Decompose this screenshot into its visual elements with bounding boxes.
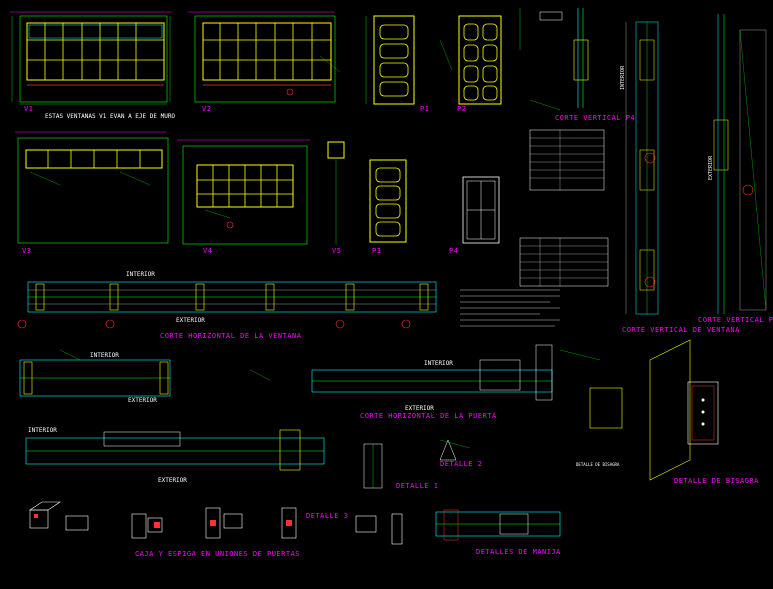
detalles-manija-label: DETALLES DE MANIJA bbox=[476, 548, 561, 556]
schedule-tables bbox=[519, 129, 609, 287]
p4-elevation: P4 bbox=[449, 176, 500, 255]
corte-horizontal-ventana-label: CORTE HORIZONTAL DE LA VENTANA bbox=[160, 332, 302, 340]
corte-vertical-ventana: INTERIOR CORTE VERTICAL DE VENTANA bbox=[620, 21, 740, 334]
exterior-label-2: EXTERIOR bbox=[128, 397, 157, 404]
v5-elevation: V5 bbox=[327, 141, 345, 255]
corte-vertical-p1: EXTERIOR CORTE VERTICAL P1 bbox=[698, 14, 773, 324]
notes-block bbox=[460, 289, 560, 327]
v1-elevation: V1 ESTAS VENTANAS V1 EVAN A EJE DE MURO bbox=[10, 11, 175, 120]
detalle-1-label: DETALLE 1 bbox=[396, 482, 438, 490]
v2-label: V2 bbox=[202, 105, 211, 113]
interior-label-2: INTERIOR bbox=[90, 352, 119, 359]
p3-label: P3 bbox=[372, 247, 381, 255]
caja-espiga-joints bbox=[29, 501, 403, 545]
p2-elevation: P2 bbox=[457, 15, 502, 113]
corte-vertical-p1-label: CORTE VERTICAL P1 bbox=[698, 316, 773, 324]
p1-label: P1 bbox=[420, 105, 429, 113]
interior-label-1: INTERIOR bbox=[126, 271, 155, 278]
manija-detail: DETALLES DE MANIJA bbox=[435, 509, 561, 556]
corte-horizontal-ventana: INTERIOR EXTERIOR CORTE HORIZONTAL DE LA… bbox=[17, 271, 437, 340]
caja-espiga-label: CAJA Y ESPIGA EN UNIONES DE PUERTAS bbox=[135, 550, 300, 558]
detalle-3-label: DETALLE 3 bbox=[306, 512, 348, 520]
detalle-bisagra-small-label: DETALLE DE BISAGRA bbox=[576, 462, 620, 467]
exterior-label-4: EXTERIOR bbox=[158, 477, 187, 484]
detalle-bisagra-label: DETALLE DE BISAGRA bbox=[674, 477, 759, 485]
v1-note: ESTAS VENTANAS V1 EVAN A EJE DE MURO bbox=[45, 113, 175, 120]
exterior-label-3: EXTERIOR bbox=[405, 405, 434, 412]
corte-vertical-p4-label: CORTE VERTICAL P4 bbox=[555, 114, 635, 122]
bisagra-detail: DETALLE DE BISAGRA DETALLE DE BISAGRA bbox=[576, 339, 759, 485]
v4-label: V4 bbox=[203, 247, 212, 255]
lower-long-section: INTERIOR EXTERIOR bbox=[25, 427, 325, 484]
corte-vertical-p4: CORTE VERTICAL P4 bbox=[519, 8, 635, 122]
detalle-2-label: DETALLE 2 bbox=[440, 460, 482, 468]
v4-elevation: V4 bbox=[177, 139, 310, 255]
svg-text:INTERIOR: INTERIOR bbox=[620, 65, 626, 90]
p4-label: P4 bbox=[449, 247, 458, 255]
detail-sections: DETALLE 1 DETALLE 2 DETALLE 3 bbox=[306, 439, 482, 520]
corte-horizontal-puerta-label: CORTE HORIZONTAL DE LA PUERTA bbox=[360, 412, 497, 420]
svg-text:EXTERIOR: EXTERIOR bbox=[708, 155, 714, 180]
corte-vertical-ventana-label: CORTE VERTICAL DE VENTANA bbox=[622, 326, 740, 334]
corte-horizontal-puerta: INTERIOR EXTERIOR CORTE HORIZONTAL DE LA… bbox=[311, 344, 553, 420]
v3-label: V3 bbox=[22, 247, 31, 255]
exterior-label-1: EXTERIOR bbox=[176, 317, 205, 324]
p1-elevation: P1 bbox=[365, 15, 429, 113]
interior-label-3: INTERIOR bbox=[424, 360, 453, 367]
v2-elevation: V2 bbox=[188, 11, 336, 113]
p3-elevation: P3 bbox=[369, 159, 407, 255]
lower-window-section: INTERIOR EXTERIOR bbox=[19, 352, 171, 404]
annotation-leaders bbox=[29, 39, 601, 449]
interior-label-4: INTERIOR bbox=[28, 427, 57, 434]
v3-elevation: V3 bbox=[15, 131, 169, 255]
v5-label: V5 bbox=[332, 247, 341, 255]
v1-label: V1 bbox=[24, 105, 33, 113]
red-joint-marks bbox=[34, 514, 292, 528]
p2-label: P2 bbox=[457, 105, 466, 113]
